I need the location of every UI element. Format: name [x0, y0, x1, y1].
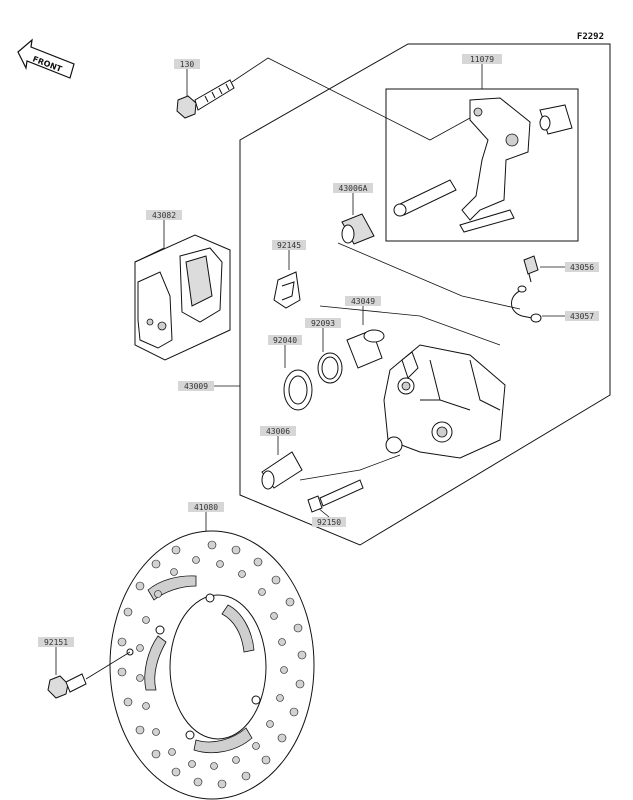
label-box-43082: [146, 210, 182, 220]
label-43006A: 43006A: [339, 184, 368, 193]
label-92150: 92150: [317, 518, 341, 527]
label-box-92150: [312, 517, 346, 527]
label-box-130: [174, 59, 200, 69]
disc-bolt-92151: 92151: [38, 637, 131, 699]
label-92093: 92093: [311, 319, 335, 328]
label-box-11079: [462, 54, 502, 64]
label-box-92151: [38, 637, 74, 647]
label-box-43056: [565, 262, 599, 272]
label-43082: 43082: [152, 211, 176, 220]
label-box-92093: [305, 318, 341, 328]
label-43057: 43057: [570, 312, 594, 321]
bleeder-valve-43056: 43056: [523, 255, 599, 283]
label-92040: 92040: [273, 336, 297, 345]
diagram-code: F2292: [577, 32, 604, 42]
bracket-11079: 11079: [393, 54, 573, 233]
label-box-92040: [268, 335, 302, 345]
label-box-43006A: [333, 183, 373, 193]
brake-pads-43082: 43082: [134, 210, 231, 361]
label-43009: 43009: [184, 382, 208, 391]
assembly-frame: [239, 43, 611, 546]
label-92145: 92145: [277, 241, 301, 250]
label-box-43006: [260, 426, 296, 436]
label-11079: 11079: [470, 55, 494, 64]
boot-43006A: 43006A: [333, 183, 375, 245]
caliper-43009: 43009: [178, 344, 506, 459]
leader-43049: [319, 305, 501, 346]
leader-130: [231, 57, 471, 141]
label-130: 130: [180, 60, 195, 69]
label-box-43049: [345, 296, 381, 306]
label-box-41080: [188, 502, 224, 512]
label-43006: 43006: [266, 427, 290, 436]
slide-pin-43006: 43006: [260, 426, 303, 490]
seal-92093: 92093: [305, 318, 343, 384]
leader-92150: [299, 454, 401, 481]
piston-43049: 43049: [345, 296, 385, 369]
bolt-92150: 92150: [307, 479, 364, 527]
label-43056: 43056: [570, 263, 594, 272]
seal-92040: 92040: [268, 335, 313, 411]
label-43049: 43049: [351, 297, 375, 306]
label-92151: 92151: [44, 638, 68, 647]
label-box-92145: [272, 240, 306, 250]
pad-spring-92145: 92145: [272, 240, 306, 309]
brake-disc-41080: 41080: [109, 502, 315, 800]
label-box-43057: [565, 311, 599, 321]
bleeder-cap-43057: 43057: [511, 285, 599, 323]
bolt-130: 130: [174, 59, 235, 119]
leader-43056: [337, 242, 521, 310]
label-box-43009: [178, 381, 214, 391]
front-arrow-icon: FRONT: [17, 38, 75, 79]
bracket-frame: [385, 88, 579, 242]
label-41080: 41080: [194, 503, 218, 512]
